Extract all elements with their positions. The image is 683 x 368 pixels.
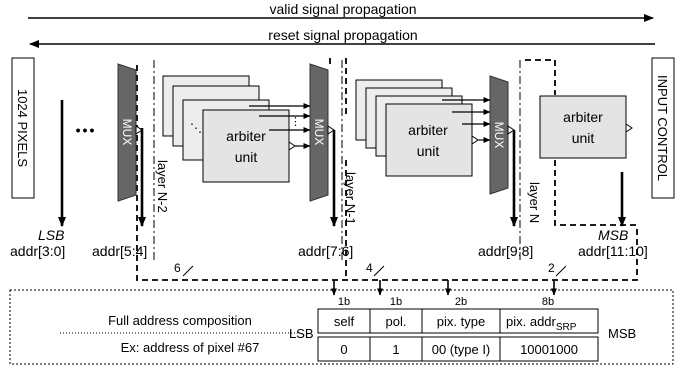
example-pixtype: 00 (type I) — [432, 342, 491, 357]
valid-propagation-label: valid signal propagation — [269, 1, 416, 17]
arbiter-line1: arbiter — [408, 122, 448, 138]
layer-n-2-label: layer N-2 — [155, 160, 170, 213]
reset-signal-propagation: reset signal propagation — [29, 27, 655, 48]
bitwidth-self: 1b — [338, 296, 350, 308]
mux-label: MUX — [120, 119, 134, 146]
msb-label: MSB — [598, 227, 628, 243]
arbiter-stack-layer-n-2: arbiter ⋱ arbiter unit — [162, 75, 296, 183]
field-pol: pol. — [386, 314, 407, 329]
addr-3-0: addr[3:0] — [10, 243, 65, 259]
field-pixtype: pix. type — [437, 314, 485, 329]
valid-signal-propagation: valid signal propagation — [28, 1, 654, 22]
ellipsis-dots: ••• — [76, 122, 97, 138]
example-self: 0 — [340, 342, 347, 357]
mux-layer-n: MUX — [489, 75, 515, 195]
pixel-array-box: 1024 PIXELS — [11, 57, 35, 199]
svg-text:⋮: ⋮ — [290, 116, 301, 128]
layer-outline — [136, 65, 638, 281]
reset-propagation-label: reset signal propagation — [268, 27, 417, 43]
composition-row2-label: Ex: address of pixel #67 — [121, 340, 260, 355]
arbiter-line2: unit — [235, 149, 258, 165]
bitwidth-pixtype: 2b — [455, 296, 467, 308]
mux-layer-n-1: MUX — [309, 63, 335, 202]
layer-n-1-label: layer N-1 — [343, 172, 358, 225]
bus-width-marks: 6 4 2 — [174, 261, 567, 277]
arbiter-line2: unit — [417, 143, 440, 159]
mux-layer-n-2: MUX — [117, 63, 143, 202]
lsb-label: LSB — [38, 227, 64, 243]
bus-width-6: 6 — [174, 261, 181, 275]
bus-width-2: 2 — [548, 261, 555, 275]
arbiter-stack-layer-n-1: arbiter unit — [355, 79, 479, 177]
arbiter-unit-box — [202, 109, 290, 183]
arbiter-to-mux-arrows-2 — [442, 97, 491, 143]
arbiter-unit-top: arbiter unit — [539, 95, 633, 159]
field-pixaddr-main: pix. addr — [506, 314, 557, 329]
arbiter-unit-box — [539, 95, 627, 159]
pixel-array-label: 1024 PIXELS — [15, 89, 30, 167]
arbiter-line2: unit — [572, 130, 595, 146]
bitwidth-pol: 1b — [390, 296, 402, 308]
example-pixaddr: 10001000 — [520, 342, 578, 357]
composition-lsb: LSB — [289, 326, 314, 341]
input-control-label: INPUT CONTROL — [655, 75, 670, 181]
address-arrows — [58, 100, 626, 227]
addr-5-4: addr[5:4] — [92, 243, 147, 259]
layer-n-label: layer N — [527, 182, 542, 223]
example-pol: 1 — [392, 342, 399, 357]
bitwidth-pixaddr: 8b — [542, 296, 554, 308]
arbiter-line1: arbiter — [226, 128, 266, 144]
composition-arrows — [331, 280, 557, 296]
composition-row1-label: Full address composition — [108, 313, 252, 328]
address-composition-panel: 1b 1b 2b 8b Full address composition Ex:… — [9, 289, 674, 365]
composition-msb: MSB — [608, 326, 636, 341]
addr-7-6: addr[7:6] — [298, 243, 353, 259]
addr-9-8: addr[9:8] — [478, 243, 533, 259]
mux-label: MUX — [312, 119, 326, 146]
arbiter-line1: arbiter — [563, 109, 603, 125]
addr-11-10: addr[11:10] — [578, 243, 648, 259]
bus-width-4: 4 — [366, 261, 373, 275]
mux-label: MUX — [492, 122, 506, 149]
field-self: self — [334, 314, 355, 329]
input-control-box: INPUT CONTROL — [651, 57, 675, 199]
arbiter-to-mux-arrows-1: ⋮ — [249, 103, 311, 149]
arbiter-unit-box — [385, 103, 473, 177]
stack-ellipsis: ⋱ — [190, 121, 202, 135]
field-pixaddr: pix. addrSRP — [506, 314, 577, 333]
field-pixaddr-subscript: SRP — [556, 322, 577, 333]
